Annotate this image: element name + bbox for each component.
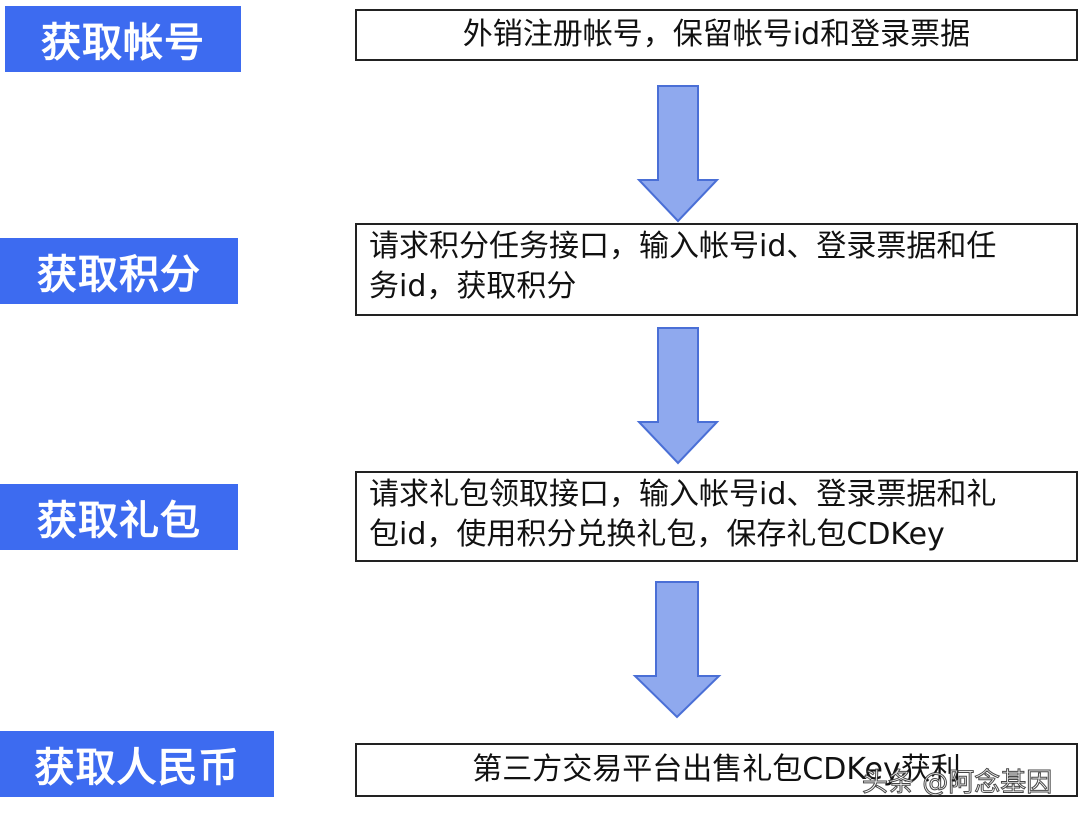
step-box-register: 外销注册帐号，保留帐号id和登录票据 (355, 9, 1078, 61)
stage-label-rmb: 获取人民币 (0, 731, 274, 797)
stage-label-points: 获取积分 (0, 238, 238, 304)
step-box-sell: 第三方交易平台出售礼包CDKey获利 (355, 743, 1078, 797)
down-arrow-icon (636, 327, 720, 465)
step-text-register: 外销注册帐号，保留帐号id和登录票据 (462, 17, 971, 52)
down-arrow-icon (632, 581, 722, 719)
stage-label-giftpack: 获取礼包 (0, 484, 238, 550)
watermark-text: 头条 @阿念基因 (861, 768, 1053, 799)
stage-label-account: 获取帐号 (5, 6, 241, 72)
step-box-giftpack: 请求礼包领取接口，输入帐号id、登录票据和礼 包id，使用积分兑换礼包，保存礼包… (355, 471, 1078, 562)
step-text-sell: 第三方交易平台出售礼包CDKey获利 (472, 752, 961, 787)
step-text-giftpack-line-1: 请求礼包领取接口，输入帐号id、登录票据和礼 (369, 477, 997, 512)
step-text-points-line-2: 务id，获取积分 (369, 269, 577, 304)
down-arrow-icon (636, 85, 720, 223)
step-box-points: 请求积分任务接口，输入帐号id、登录票据和任 务id，获取积分 (355, 223, 1078, 316)
step-text-points-line-1: 请求积分任务接口，输入帐号id、登录票据和任 (369, 229, 997, 264)
step-text-giftpack-line-2: 包id，使用积分兑换礼包，保存礼包CDKey (369, 517, 945, 552)
